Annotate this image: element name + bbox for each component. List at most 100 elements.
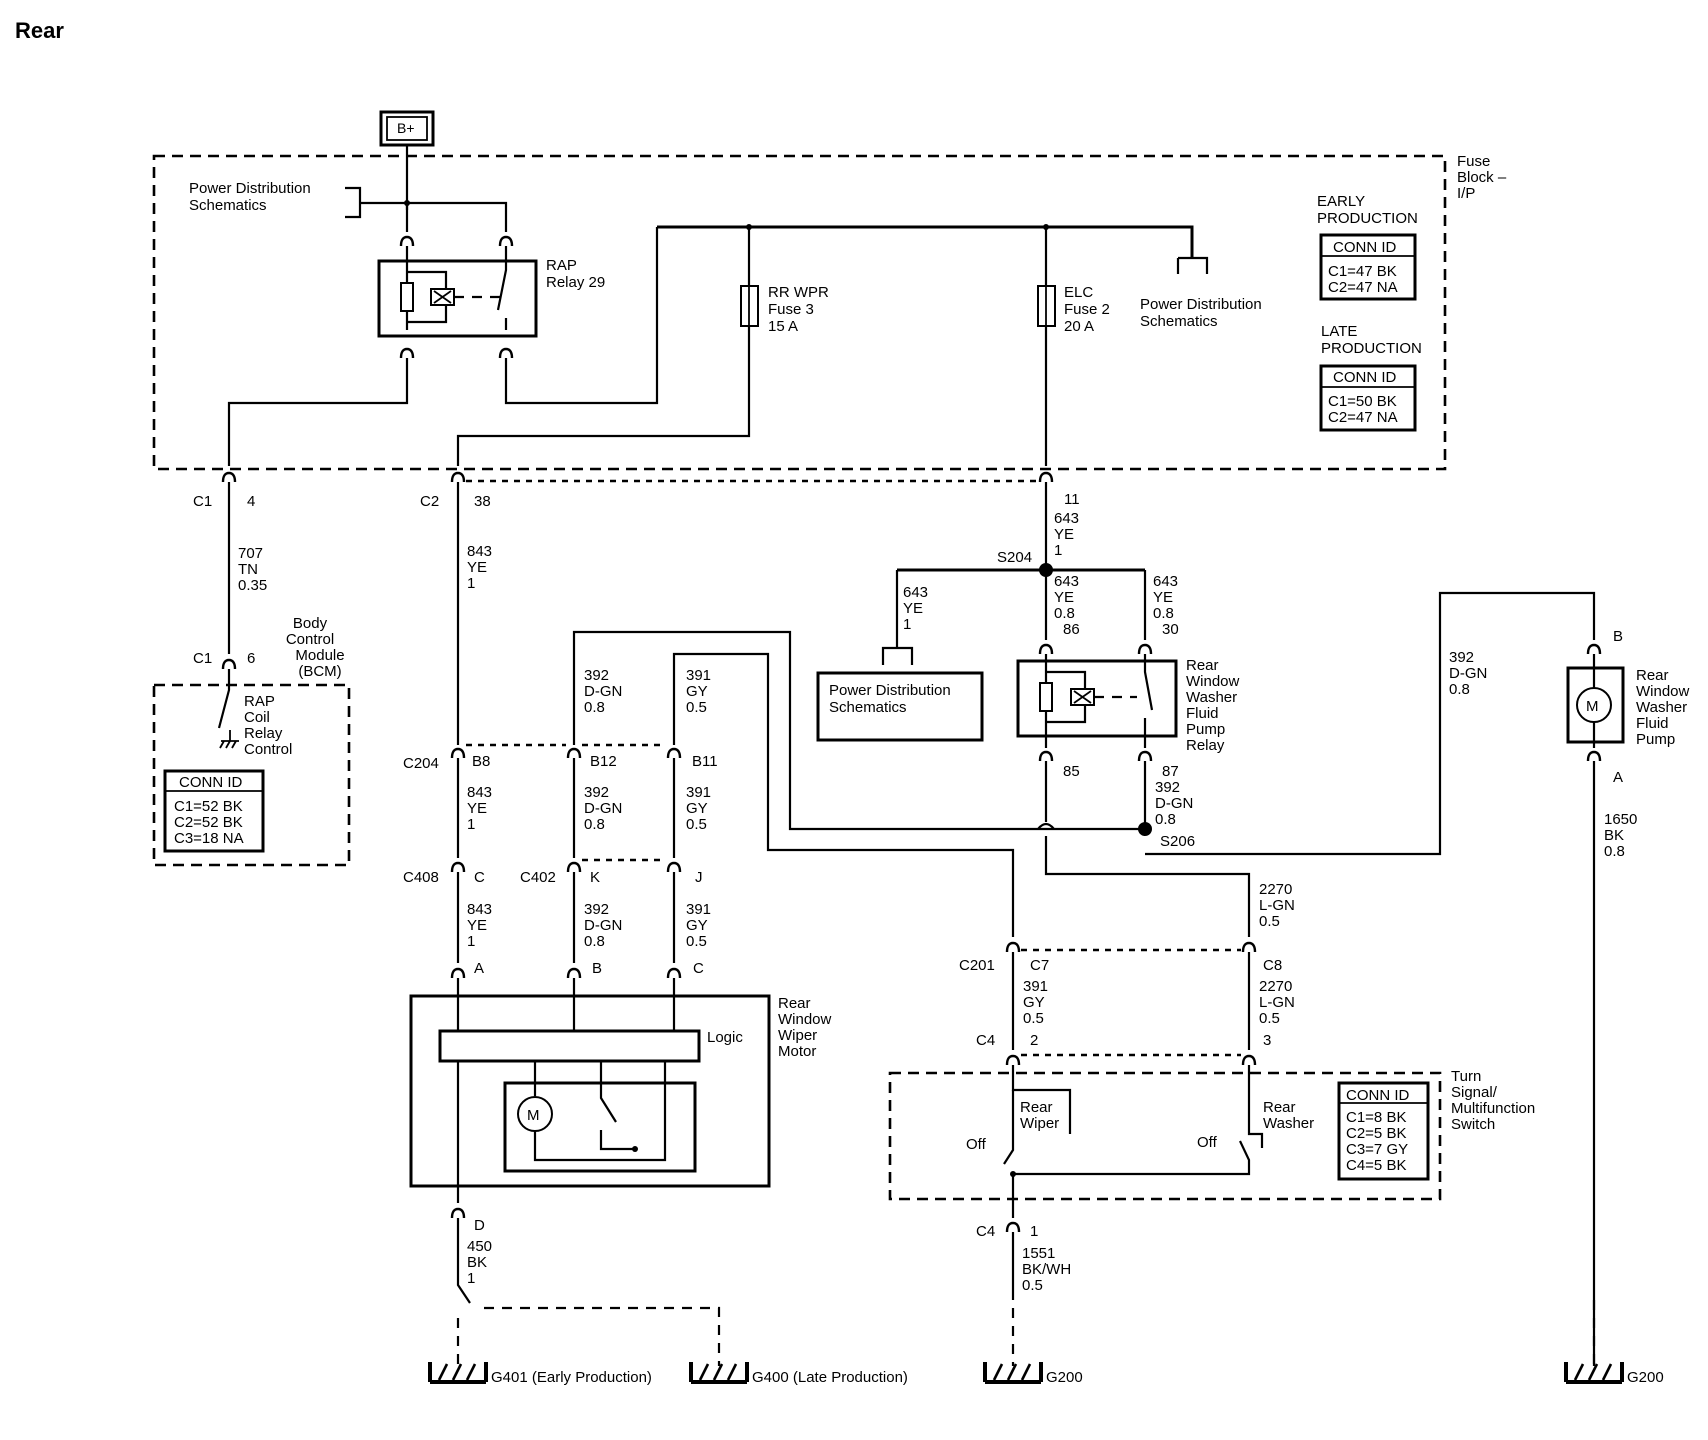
early-production-conn-id: EARLY PRODUCTION CONN ID C1=47 BK C2=47 … [1317, 193, 1418, 301]
svg-text:1: 1 [467, 575, 475, 592]
svg-text:392: 392 [584, 667, 609, 684]
rap-coil-relay-control: RAP Coil Relay Control [217, 669, 292, 758]
svg-text:GY: GY [686, 800, 708, 817]
svg-text:Fuse 3: Fuse 3 [768, 301, 814, 318]
bplus-relay-switch-feed [407, 201, 508, 232]
svg-text:CONN ID: CONN ID [1346, 1087, 1410, 1104]
elc-fuse: ELC Fuse 2 20 A [1037, 227, 1110, 466]
svg-text:1650: 1650 [1604, 811, 1637, 828]
bcm-conn-id: CONN ID C1=52 BK C2=52 BK C3=18 NA [163, 769, 265, 853]
svg-text:Signal/: Signal/ [1451, 1084, 1498, 1101]
svg-text:707: 707 [238, 545, 263, 562]
svg-text:Motor: Motor [778, 1043, 816, 1060]
svg-text:YE: YE [1054, 589, 1074, 606]
svg-text:Rear: Rear [1263, 1099, 1296, 1116]
svg-text:C2=47 NA: C2=47 NA [1328, 279, 1398, 296]
svg-text:0.8: 0.8 [1449, 681, 1470, 698]
svg-text:BK: BK [467, 1254, 487, 1271]
c402-label: C402 [520, 869, 556, 886]
wire-392-label-2: 392 D-GN 0.8 [584, 784, 622, 833]
c402-pin-k: K [590, 869, 600, 886]
motor-pin-b: B [592, 960, 602, 977]
c402-pin-j: J [695, 869, 703, 886]
svg-text:0.5: 0.5 [1259, 1010, 1280, 1027]
svg-text:391: 391 [1023, 978, 1048, 995]
c4-pin-2: 2 [1030, 1032, 1038, 1049]
wire-643-label-86: 643 YE 0.8 [1054, 573, 1079, 622]
relay-pin-86: 86 [1063, 621, 1080, 638]
wire-643-label-pd: 643 YE 1 [903, 584, 928, 633]
svg-text:643: 643 [1054, 573, 1079, 590]
svg-text:L-GN: L-GN [1259, 897, 1295, 914]
pump-pin-a: A [1613, 769, 1623, 786]
svg-text:Block –: Block – [1457, 169, 1507, 186]
svg-text:Turn: Turn [1451, 1068, 1481, 1085]
c408-pin-c: C [474, 869, 485, 886]
svg-text:0.5: 0.5 [1259, 913, 1280, 930]
wire-843-label-3: 843 YE 1 [467, 901, 492, 950]
wire-391-label-1: 391 GY 0.5 [686, 667, 711, 716]
svg-text:843: 843 [467, 543, 492, 560]
svg-text:D-GN: D-GN [584, 683, 622, 700]
svg-text:Module: Module [295, 647, 344, 664]
c204-pin-b12: B12 [590, 753, 617, 770]
wire-843-label-2: 843 YE 1 [467, 784, 492, 833]
svg-text:391: 391 [686, 784, 711, 801]
pump-m-icon: M [1586, 698, 1599, 715]
c4-top-label: C4 [976, 1032, 995, 1049]
power-dist-bracket-box [881, 646, 914, 665]
svg-text:BK: BK [1604, 827, 1624, 844]
battery-label: B+ [397, 120, 415, 136]
svg-text:1551: 1551 [1022, 1245, 1055, 1262]
washer-fluid-pump: M B A Rear Window Washer Fluid Pump [1566, 628, 1690, 786]
c201-pin-c8: C8 [1263, 957, 1282, 974]
svg-text:Schematics: Schematics [189, 197, 267, 214]
svg-text:D-GN: D-GN [1155, 795, 1193, 812]
rear-wiper-motor: M Logic Rear Window Wiper Motor [409, 978, 832, 1188]
svg-text:Fluid: Fluid [1636, 715, 1669, 732]
svg-text:C1=50 BK: C1=50 BK [1328, 393, 1397, 410]
svg-text:15 A: 15 A [768, 318, 798, 335]
relay-pin-87: 87 [1162, 763, 1179, 780]
svg-text:I/P: I/P [1457, 185, 1475, 202]
svg-text:C3=18 NA: C3=18 NA [174, 830, 244, 847]
relay-pin-30: 30 [1162, 621, 1179, 638]
svg-text:391: 391 [686, 901, 711, 918]
svg-text:EARLY: EARLY [1317, 193, 1365, 210]
svg-text:392: 392 [584, 901, 609, 918]
wire-450 [456, 1218, 471, 1304]
c1-pin4-cavity [221, 471, 237, 484]
svg-text:0.5: 0.5 [686, 699, 707, 716]
wire-392-label-1: 392 D-GN 0.8 [584, 667, 622, 716]
svg-text:C2=47 NA: C2=47 NA [1328, 409, 1398, 426]
svg-text:843: 843 [467, 784, 492, 801]
motor-pin-c: C [693, 960, 704, 977]
motor-pin-d: D [474, 1217, 485, 1234]
rr-wpr-fuse: RR WPR Fuse 3 15 A [456, 227, 829, 466]
power-dist-bracket-left [345, 186, 362, 219]
svg-text:Coil: Coil [244, 709, 270, 726]
battery-positive: B+ [379, 110, 435, 147]
svg-text:1: 1 [1054, 542, 1062, 559]
washer-pump-relay: Rear Window Washer Fluid Pump Relay [1016, 643, 1240, 763]
svg-text:0.5: 0.5 [686, 933, 707, 950]
multifunction-switch-outline [888, 1071, 1442, 1201]
svg-text:C1=47 BK: C1=47 BK [1328, 263, 1397, 280]
wire-391-label-4: 391 GY 0.5 [1023, 978, 1048, 1027]
pin11-label: 11 [1064, 491, 1080, 508]
svg-text:Switch: Switch [1451, 1116, 1495, 1133]
multifunction-switch-conn-id: CONN ID C1=8 BK C2=5 BK C3=7 GY C4=5 BK [1337, 1081, 1430, 1181]
c204-pin-b11: B11 [692, 753, 718, 770]
wire-391-label-3: 391 GY 0.5 [686, 901, 711, 950]
wire-392-to-pump [1145, 591, 1596, 856]
svg-text:0.8: 0.8 [1153, 605, 1174, 622]
svg-text:Pump: Pump [1186, 721, 1225, 738]
wire-392-to-relay [572, 630, 1144, 831]
svg-text:YE: YE [1153, 589, 1173, 606]
bcm-c1-label: C1 [193, 650, 212, 667]
svg-text:643: 643 [1153, 573, 1178, 590]
rear-wiper-switch: Rear Wiper Off [966, 1065, 1072, 1218]
svg-text:GY: GY [686, 683, 708, 700]
svg-text:Relay 29: Relay 29 [546, 274, 605, 291]
